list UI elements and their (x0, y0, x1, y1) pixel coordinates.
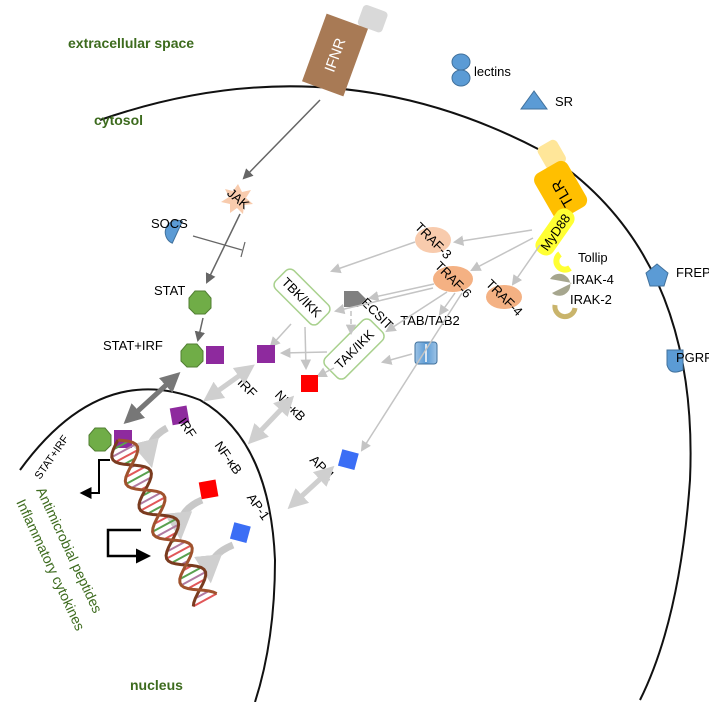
irf-nuc-shape (169, 405, 190, 426)
dna-base-pair (138, 491, 162, 506)
tak-to-irf-arrow (279, 347, 328, 359)
tollip-shape (553, 251, 572, 273)
socs-inhibition-bar (240, 241, 246, 258)
ap1-nuc-shape (229, 522, 251, 544)
tak-to-nfkb-arrow (316, 367, 335, 377)
tbk-to-irf-arrow (269, 323, 292, 348)
myd88-to-traf4-arrow (511, 244, 541, 286)
dna-base-pair (130, 476, 152, 489)
dna-base-pair (152, 518, 177, 533)
stat-shape (188, 290, 212, 315)
stat-label: STAT (154, 283, 185, 298)
dna-base-pair (171, 550, 193, 564)
tab-to-tak-arrow (380, 353, 413, 365)
dna-base-pair (125, 469, 152, 485)
frep-label: FREP (676, 265, 709, 280)
tak-ikk-shape: TAK/IKK (323, 318, 385, 380)
myd88-to-traf3-arrow (452, 229, 533, 246)
irak2-label: IRAK-2 (570, 292, 612, 307)
myd88-to-traf6-arrow (470, 237, 534, 271)
stat-irf-irf-shape (206, 346, 224, 364)
tab-tab2-label: TAB/TAB2 (400, 313, 459, 328)
dna-base-pair (166, 540, 186, 553)
traf6-to-tbk-arrow (333, 287, 434, 315)
dna-base-pair (147, 504, 165, 515)
sr-receptor (520, 90, 548, 110)
traf6-to-ecsit-arrow (367, 283, 435, 302)
dna-base-pair (115, 449, 139, 463)
socs-inhibition (192, 235, 243, 251)
nfkb-binding-arrow (164, 496, 204, 541)
traf3-shape (415, 227, 451, 253)
stat-irf-label: STAT+IRF (103, 338, 163, 353)
ifnr-to-jak-arrow (242, 99, 321, 180)
sr-label: SR (555, 94, 573, 109)
nfkb-cyto-shape (301, 375, 318, 392)
cytosol-label: cytosol (94, 112, 143, 128)
socs-shape (164, 219, 184, 244)
dna-base-pair (187, 578, 206, 590)
complex-nucleus-arrow (123, 371, 181, 425)
tlr-receptor: TLR (534, 139, 588, 220)
jak-label: JAK (224, 185, 252, 212)
dna-base-pair (179, 566, 202, 581)
nuclear-stat-irf-label: STAT+IRF (33, 433, 72, 482)
irf-cyto-shape (257, 345, 275, 363)
dna-base-pair (140, 496, 166, 512)
dna-base-pair (155, 523, 180, 538)
lectins-receptor (451, 53, 471, 87)
jak-shape (221, 184, 253, 214)
frep-receptor (645, 263, 669, 287)
traf6-to-tab-arrow (438, 292, 456, 316)
dna-base-pair (153, 515, 170, 525)
ecsit-shape (344, 291, 366, 307)
ap1-import-arrow (287, 465, 335, 510)
nfkb-cyto-label: NF-κB (272, 387, 309, 424)
dna-base-pair (111, 443, 137, 459)
ifnr-receptor: IFNR (302, 5, 388, 97)
jak-to-stat-arrow (205, 213, 241, 284)
dna-base-pair (112, 440, 130, 451)
pgrp-receptor (666, 349, 684, 373)
irak2-shape (552, 304, 578, 320)
stat-irf-stat-shape (180, 343, 204, 368)
irak4-label: IRAK-4 (572, 272, 614, 287)
irf-binding-arrow (131, 424, 169, 469)
nfkb-nuc-shape (198, 479, 219, 500)
ap1-cyto-shape (337, 449, 359, 471)
traf6-to-tak-arrow (385, 291, 448, 333)
traf3-to-tbk-arrow (330, 241, 416, 274)
nuclear-stat-shape (88, 427, 112, 452)
dna-base-pair (166, 544, 192, 560)
irak4-shape (550, 273, 572, 296)
dna-helix (110, 438, 218, 608)
traf6-to-ap1-arrow (360, 292, 463, 452)
traf4-shape (486, 285, 522, 309)
dna-strand (117, 438, 218, 595)
ap1-binding-arrow (194, 541, 235, 584)
nfkb-nuc-label: NF-κB (212, 438, 245, 477)
traf6-shape (433, 266, 473, 292)
transcription-arrow-1 (79, 459, 110, 499)
ap1-nuc-label: AP-1 (244, 491, 273, 523)
socs-label: SOCS (151, 216, 188, 231)
dna-base-pair (192, 592, 218, 608)
lectins-label: lectins (474, 64, 511, 79)
tbk-to-nfkb-arrow (300, 326, 312, 371)
dna-base-pair (125, 465, 146, 479)
irf-import-arrow (203, 364, 255, 402)
pgrp-label: PGRP (676, 350, 709, 365)
transcription-arrow-2 (106, 528, 151, 564)
extracellular-label: extracellular space (68, 35, 194, 51)
nfkb-import-arrow (247, 395, 295, 445)
tollip-label: Tollip (578, 250, 608, 265)
nuclear-membrane (19, 388, 277, 702)
dna-strand (110, 439, 208, 607)
stat-to-complex-arrow (194, 317, 205, 343)
nucleus-label: nucleus (130, 677, 183, 693)
cell-membrane (99, 85, 692, 701)
tbk-ikk-shape: TBK/IKK (273, 268, 331, 326)
dna-base-pair (180, 571, 207, 587)
